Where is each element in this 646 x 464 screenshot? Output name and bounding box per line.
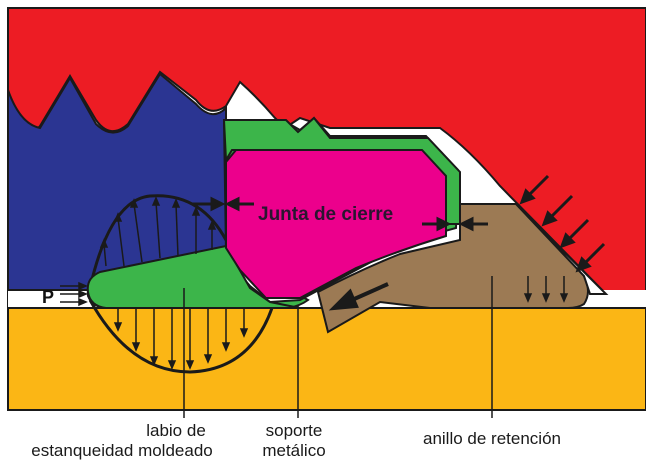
ring-label: anillo de retención xyxy=(423,429,561,448)
ring-down-arrows xyxy=(523,276,569,303)
seal-title: Junta de cierre xyxy=(258,204,393,225)
pressure-label: P xyxy=(42,287,54,307)
ring-motion-arrow xyxy=(328,282,389,311)
support-label-line1: soporte xyxy=(266,421,323,440)
core-clamp-arrows xyxy=(192,196,488,232)
seal-core-magenta xyxy=(225,149,447,299)
lip-label-line2: estanqueidad moldeado xyxy=(31,441,212,460)
upper-pressure-arrows xyxy=(99,196,217,267)
ring-housing-gap xyxy=(515,203,609,295)
support-label-line2: metálico xyxy=(262,441,325,460)
lip-label-line1: labio de xyxy=(146,421,206,440)
shaft-block-blue xyxy=(7,72,227,291)
seal-lip-front xyxy=(86,244,301,309)
leader-lines xyxy=(183,276,493,418)
lower-pressure-arrows xyxy=(113,308,249,370)
housing-red xyxy=(7,7,646,295)
pressure-curve-bottom xyxy=(88,299,274,374)
ring-diagonal-arrows xyxy=(519,174,606,273)
p-pressure-arrows xyxy=(60,281,88,307)
